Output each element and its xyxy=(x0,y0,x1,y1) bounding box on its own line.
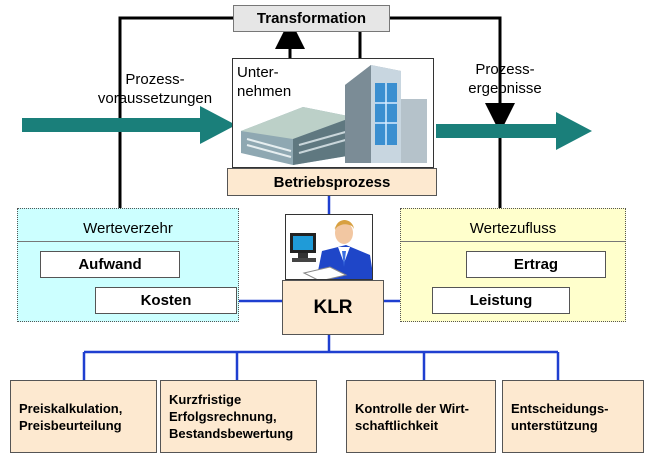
low-building xyxy=(241,107,353,165)
transformation-loop-lines xyxy=(118,16,515,208)
revenue-box: Ertrag xyxy=(466,251,606,278)
task-box-efficiency-control: Kontrolle der Wirt- schaftlichkeit xyxy=(346,380,496,453)
computer-monitor xyxy=(290,233,316,262)
company-image: Unter- nehmen xyxy=(232,58,434,168)
accountant-illustration xyxy=(290,220,372,279)
task-box-short-term-accounting: Kurzfristige Erfolgsrechnung, Bestandsbe… xyxy=(160,380,317,453)
outputs-label: Prozess- ergebnisse xyxy=(468,61,542,97)
accountant-image xyxy=(285,214,373,280)
panel-divider xyxy=(18,241,238,242)
process-arrows xyxy=(22,106,592,150)
company-label: Unter- nehmen xyxy=(237,64,292,100)
office-buildings-illustration xyxy=(241,65,427,165)
value-consumption-title: Werteverzehr xyxy=(83,220,173,237)
output-arrow xyxy=(436,112,592,150)
tower-building xyxy=(345,65,427,163)
task-box-decision-support: Entscheidungs- unterstützung xyxy=(502,380,644,453)
klr-box: KLR xyxy=(282,280,384,335)
inputs-label: Prozess- voraussetzungen xyxy=(97,71,213,107)
output-value-box: Leistung xyxy=(432,287,570,314)
desk-papers xyxy=(302,266,348,279)
costs-box: Kosten xyxy=(95,287,237,314)
panel-divider xyxy=(401,241,625,242)
expense-box: Aufwand xyxy=(40,251,180,278)
task-box-pricing: Preiskalkulation, Preisbeurteilung xyxy=(10,380,157,453)
transformation-box: Transformation xyxy=(233,5,390,32)
process-box: Betriebsprozess xyxy=(227,168,437,196)
value-inflow-title: Wertezufluss xyxy=(469,220,557,237)
input-arrow xyxy=(22,106,236,144)
